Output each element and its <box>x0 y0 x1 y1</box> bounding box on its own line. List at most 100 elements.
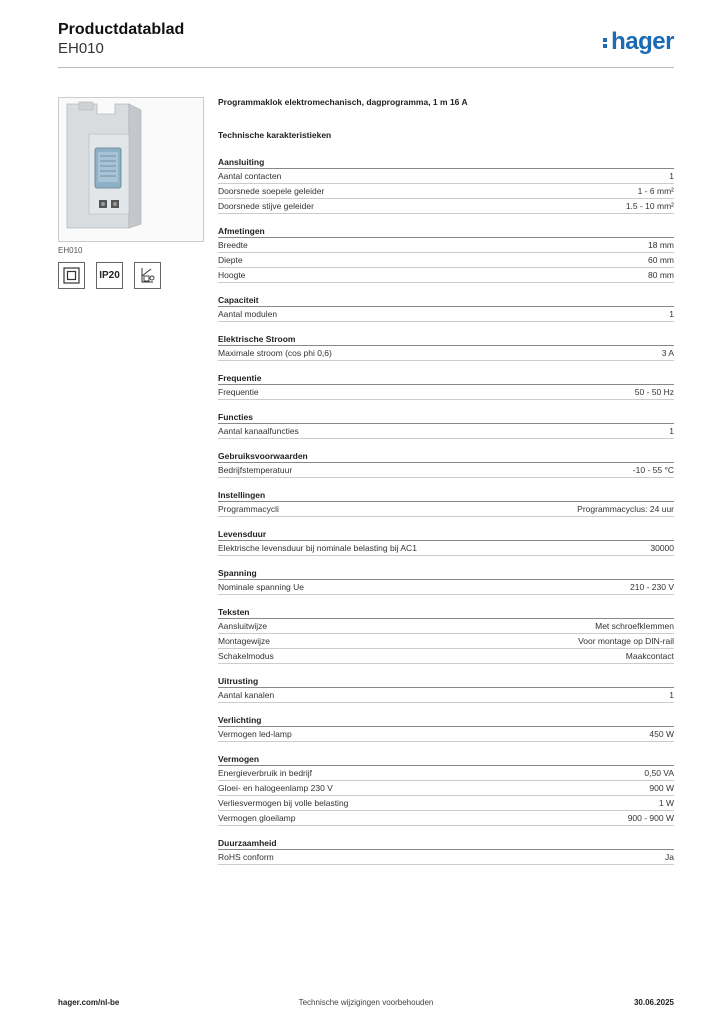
spec-row: Bedrijfstemperatuur -10 - 55 °C <box>218 463 674 478</box>
spec-label: Aantal kanaalfuncties <box>218 426 299 436</box>
spec-value: 900 W <box>649 783 674 793</box>
spec-value: 1 W <box>658 798 674 808</box>
spec-row: Gloei- en halogeenlamp 230 V 900 W <box>218 781 674 796</box>
spec-label: RoHS conform <box>218 852 274 862</box>
spec-section-title: Duurzaamheid <box>218 837 674 850</box>
spec-section-title: Uitrusting <box>218 675 674 688</box>
spec-value: 1 <box>669 426 674 436</box>
spec-value: 60 mm <box>648 255 674 265</box>
spec-row: Elektrische levensduur bij nominale bela… <box>218 541 674 556</box>
product-image-label: EH010 <box>58 246 83 255</box>
spec-value: 50 - 50 Hz <box>634 387 674 397</box>
product-description: Programmaklok elektromechanisch, dagprog… <box>218 97 468 107</box>
spec-value: 1.5 - 10 mm² <box>625 201 674 211</box>
spec-label: Vermogen led-lamp <box>218 729 292 739</box>
spec-row: Verliesvermogen bij volle belasting 1 W <box>218 796 674 811</box>
spec-section-title: Gebruiksvoorwaarden <box>218 450 674 463</box>
product-code: EH010 <box>58 40 104 57</box>
spec-value: Maakcontact <box>625 651 674 661</box>
spec-row: Maximale stroom (cos phi 0,6)3 A <box>218 346 674 361</box>
spec-section-title: Elektrische Stroom <box>218 333 674 346</box>
document-header: Productdatablad EH010 hager <box>58 20 674 58</box>
product-image <box>58 97 204 242</box>
spec-section-title: Levensduur <box>218 528 674 541</box>
spec-row: Doorsnede soepele geleider 1 - 6 mm² <box>218 184 674 199</box>
spec-value: 18 mm <box>648 240 674 250</box>
spec-section-title: Vermogen <box>218 753 674 766</box>
ip20-label: IP20 <box>99 270 120 281</box>
spec-label: Gloei- en halogeenlamp 230 V <box>218 783 333 793</box>
ip20-icon: IP20 <box>96 262 123 289</box>
footer-website-link[interactable]: hager.com/nl-be <box>58 998 120 1007</box>
footer-date: 30.06.2025 <box>633 998 674 1007</box>
spec-section-title: Verlichting <box>218 714 674 727</box>
spec-row: Aantal kanaalfuncties 1 <box>218 424 674 439</box>
spec-row: Vermogen led-lamp 450 W <box>218 727 674 742</box>
spec-value: 1 <box>669 690 674 700</box>
spec-label: Maximale stroom (cos phi 0,6) <box>218 348 332 358</box>
spec-section-title: Instellingen <box>218 489 674 502</box>
spec-row: Aantal modulen 1 <box>218 307 674 322</box>
spec-row: Doorsnede stijve geleider 1.5 - 10 mm² <box>218 199 674 214</box>
spec-label: Breedte <box>218 240 248 250</box>
spec-value: 450 W <box>649 729 674 739</box>
spec-label: Energieverbruik in bedrijf <box>218 768 313 778</box>
spec-section-title: Capaciteit <box>218 294 674 307</box>
spec-section-title: Teksten <box>218 606 674 619</box>
spec-row: Schakelmodus Maakcontact <box>218 649 674 664</box>
footer-notice: Technische wijzigingen voorbehouden <box>298 998 434 1007</box>
spec-row: Aantal contacten 1 <box>218 169 674 184</box>
spec-section-title: Functies <box>218 411 674 424</box>
spec-value: 1 <box>669 171 674 181</box>
spec-section-title: Afmetingen <box>218 225 674 238</box>
spec-label: Programmacycli <box>218 504 279 514</box>
spec-label: Aantal kanalen <box>218 690 275 700</box>
spec-row: Aansluitwijze Met schroefklemmen <box>218 619 674 634</box>
spec-section-title: Aansluiting <box>218 156 674 169</box>
spec-row: Energieverbruik in bedrijf 0,50 VA <box>218 766 674 781</box>
spec-value: Voor montage op DIN-rail <box>578 636 674 646</box>
spec-row: Breedte 18 mm <box>218 238 674 253</box>
spec-label: Aantal contacten <box>218 171 282 181</box>
spec-value: 30000 <box>650 543 674 553</box>
spec-value: Ja <box>665 852 674 862</box>
spec-label: Verliesvermogen bij volle belasting <box>218 798 349 808</box>
spec-value: 1 <box>669 309 674 319</box>
din-rail-mount-icon <box>134 262 161 289</box>
spec-label: Aansluitwijze <box>218 621 268 631</box>
spec-value: 0,50 VA <box>644 768 674 778</box>
spec-value: 210 - 230 V <box>630 582 674 592</box>
spec-value: 900 - 900 W <box>627 813 674 823</box>
spec-label: Diepte <box>218 255 243 265</box>
page-title: Productdatablad <box>58 21 185 38</box>
spec-row: Montagewijze Voor montage op DIN-rail <box>218 634 674 649</box>
spec-label: Doorsnede soepele geleider <box>218 186 325 196</box>
spec-row: Aantal kanalen 1 <box>218 688 674 703</box>
spec-label: Elektrische levensduur bij nominale bela… <box>218 543 417 553</box>
spec-label: Doorsnede stijve geleider <box>218 201 314 211</box>
spec-value: Met schroefklemmen <box>595 621 674 631</box>
spec-label: Nominale spanning Ue <box>218 582 304 592</box>
spec-label: Aantal modulen <box>218 309 278 319</box>
spec-value: -10 - 55 °C <box>632 465 674 475</box>
spec-label: Bedrijfstemperatuur <box>218 465 293 475</box>
spec-label: Montagewijze <box>218 636 270 646</box>
spec-value: 1 - 6 mm² <box>637 186 674 196</box>
spec-label: Schakelmodus <box>218 651 274 661</box>
spec-value: 80 mm <box>648 270 674 280</box>
